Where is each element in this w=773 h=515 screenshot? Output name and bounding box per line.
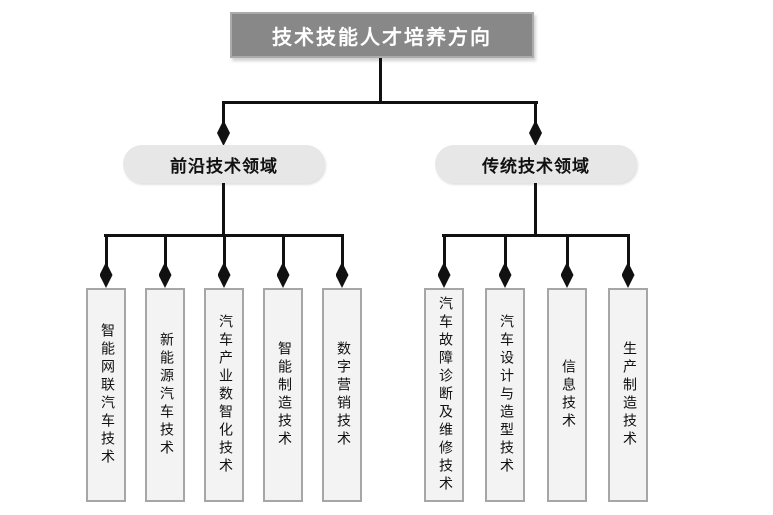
connector-leaf-drop xyxy=(503,234,507,268)
connector-leaf-drop xyxy=(104,234,108,268)
connector-level1-bus xyxy=(222,101,538,104)
root-node: 技术技能人才培养方向 xyxy=(230,12,534,58)
arrowhead-diamond-leaf xyxy=(498,262,512,288)
connector-level2-bus-right xyxy=(442,234,630,237)
branch-node-traditional-label: 传统技术领域 xyxy=(482,156,590,176)
leaf-node-auto-industry-digitalization: 汽车产业数智化技术 xyxy=(204,288,244,502)
connector-leaf-drop xyxy=(163,234,167,268)
arrowhead-diamond-leaf xyxy=(99,262,113,288)
connector-leaf-drop xyxy=(340,234,344,268)
leaf-node-fault-diagnosis-repair: 汽车故障诊断及维修技术 xyxy=(424,288,464,502)
arrowhead-diamond-leaf xyxy=(158,262,172,288)
arrowhead-diamond-branch-left xyxy=(217,120,230,146)
branch-node-frontier-label: 前沿技术领域 xyxy=(170,156,278,176)
leaf-node-label: 智能制造技术 xyxy=(276,341,291,449)
root-node-label: 技术技能人才培养方向 xyxy=(272,26,492,49)
leaf-node-label: 汽车产业数智化技术 xyxy=(217,314,232,476)
leaf-node-label: 生产制造技术 xyxy=(621,341,636,449)
arrowhead-diamond-leaf xyxy=(276,262,290,288)
leaf-node-intelligent-connected-vehicle: 智能网联汽车技术 xyxy=(86,288,126,502)
connector-leaf-drop xyxy=(626,234,630,268)
arrowhead-diamond-leaf xyxy=(621,262,635,288)
branch-node-frontier: 前沿技术领域 xyxy=(123,145,325,183)
leaf-node-label: 数字营销技术 xyxy=(335,341,350,449)
leaf-node-digital-marketing: 数字营销技术 xyxy=(322,288,362,502)
arrowhead-diamond-leaf xyxy=(335,262,349,288)
leaf-node-label: 智能网联汽车技术 xyxy=(99,323,114,467)
arrowhead-diamond-leaf xyxy=(560,262,574,288)
arrowhead-diamond-branch-right xyxy=(529,120,542,146)
leaf-node-label: 信息技术 xyxy=(560,359,575,431)
connector-leaf-drop xyxy=(565,234,569,268)
connector-level1-drop-right xyxy=(534,101,537,131)
leaf-node-label: 汽车故障诊断及维修技术 xyxy=(437,296,452,494)
connector-branch-left-stem xyxy=(222,183,225,235)
connector-leaf-drop xyxy=(222,234,226,268)
connector-leaf-drop xyxy=(281,234,285,268)
connector-leaf-drop xyxy=(442,234,446,268)
leaf-node-information-technology: 信息技术 xyxy=(547,288,587,502)
leaf-node-intelligent-manufacturing: 智能制造技术 xyxy=(263,288,303,502)
leaf-node-label: 汽车设计与造型技术 xyxy=(498,314,513,476)
arrowhead-diamond-leaf xyxy=(437,262,451,288)
branch-node-traditional: 传统技术领域 xyxy=(435,145,637,183)
leaf-node-production-manufacturing: 生产制造技术 xyxy=(608,288,648,502)
connector-branch-right-stem xyxy=(534,183,537,235)
connector-root-stem xyxy=(379,58,382,103)
leaf-node-design-styling: 汽车设计与造型技术 xyxy=(485,288,525,502)
leaf-node-label: 新能源汽车技术 xyxy=(158,332,173,458)
leaf-node-new-energy-vehicle: 新能源汽车技术 xyxy=(145,288,185,502)
connector-level1-drop-left xyxy=(222,101,225,131)
arrowhead-diamond-leaf xyxy=(217,262,231,288)
